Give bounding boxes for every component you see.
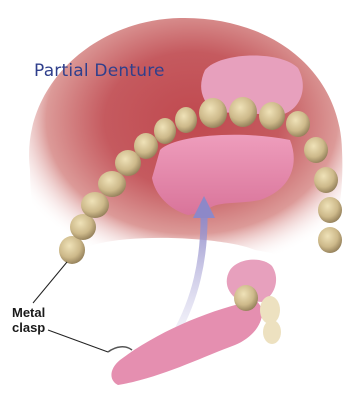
tooth xyxy=(318,197,342,223)
tooth xyxy=(318,227,342,253)
tooth xyxy=(199,98,227,128)
tooth xyxy=(81,192,109,218)
metal-clasp-label-line1: Metal xyxy=(12,305,45,320)
tooth xyxy=(98,171,126,197)
tooth xyxy=(70,214,96,240)
tooth xyxy=(304,137,328,163)
tooth xyxy=(154,118,176,144)
tooth xyxy=(134,133,158,159)
tooth xyxy=(314,167,338,193)
tooth xyxy=(286,111,310,137)
tooth xyxy=(229,97,257,127)
tooth xyxy=(259,102,285,130)
diagram-title: Partial Denture xyxy=(34,61,165,81)
tooth xyxy=(175,107,197,133)
metal-clasp-label: Metal clasp xyxy=(12,305,45,335)
tooth xyxy=(59,236,85,264)
metal-clasp-label-line2: clasp xyxy=(12,320,45,335)
metal-clasp-callout-lines xyxy=(33,262,132,352)
